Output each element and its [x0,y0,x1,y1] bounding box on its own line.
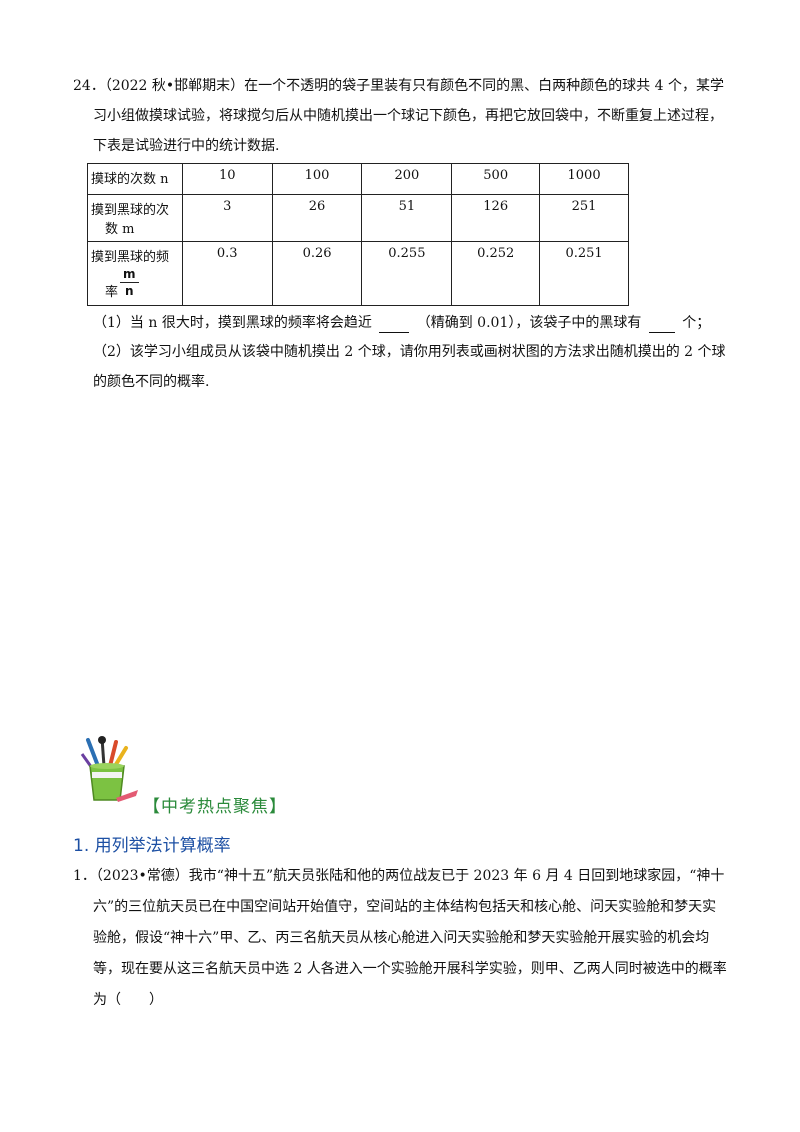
table-cell: 26 [271,194,363,242]
table-cell: 100 [271,163,363,195]
sub-question-2-line-1: （2）该学习小组成员从该袋中随机摸出 2 个球，请你用列表或画树状图的方法求出随… [93,344,726,360]
question-1-line-3: 验舱，假设“神十六”甲、乙、丙三名航天员从核心舱进入问天实验舱和梦天实验舱开展实… [93,930,710,946]
table-cell: 0.252 [451,241,541,306]
table-row-header: 摸到黑球的频 率 m n [87,241,183,306]
question-24-line-2: 习小组做摸球试验，将球搅匀后从中随机摸出一个球记下颜色，再把它放回袋中，不断重复… [93,108,723,124]
table-row: 摸球的次数 n 10 100 200 500 1000 [87,163,629,195]
table-cell: 200 [361,163,453,195]
table-cell: 251 [539,194,629,242]
table-cell: 51 [361,194,453,242]
fraction-numerator: m [120,266,139,283]
pencil-cup-icon [78,736,140,806]
fraction-m-over-n: m n [120,266,139,299]
table-cell: 10 [181,163,273,195]
question-1-line-4: 等，现在要从这三名航天员中选 2 人各进入一个实验舱开展科学实验，则甲、乙两人同… [93,961,727,977]
question-1-line-1: 1．（2023•常德）我市“神十五”航天员张陆和他的两位战友已于 2023 年 … [73,868,725,884]
sub-question-2-line-2: 的颜色不同的概率. [93,374,210,390]
sub-question-1: （1）当 n 很大时，摸到黑球的频率将会趋近 （精确到 0.01），该袋子中的黑… [93,313,710,333]
table-cell: 0.26 [271,241,363,306]
sub-question-1-text-b: （精确到 0.01），该袋子中的黑球有 [416,315,642,331]
table-row-header-line: 摸到黑球的次 [91,203,170,218]
table-row-header: 摸球的次数 n [87,163,183,195]
question-1-line-5: 为（ ） [93,992,163,1008]
table-cell: 0.255 [361,241,453,306]
table-row: 摸到黑球的次 数 m 3 26 51 126 251 [87,194,629,242]
table-cell: 500 [451,163,541,195]
statistics-table: 摸球的次数 n 10 100 200 500 1000 摸到黑球的次 数 m 3… [87,163,629,306]
fraction-denominator: n [125,284,134,298]
table-row: 摸到黑球的频 率 m n 0.3 0.26 0.255 0.252 0.251 [87,241,629,306]
table-cell: 3 [181,194,273,242]
table-cell: 126 [451,194,541,242]
question-24-line-1: 24．（2022 秋•邯郸期末）在一个不透明的袋子里装有只有颜色不同的黑、白两种… [73,78,724,94]
table-cell: 1000 [539,163,629,195]
table-row-header-line: 摸到黑球的频 [91,250,170,265]
sub-question-1-text-a: （1）当 n 很大时，摸到黑球的频率将会趋近 [93,315,372,331]
table-cell: 0.251 [539,241,629,306]
hot-topics-banner: 【中考热点聚焦】 [143,797,287,817]
table-cell: 0.3 [181,241,273,306]
table-row-header-line: 率 [105,285,119,300]
section-title: 1. 用列举法计算概率 [73,836,231,856]
answer-blank [379,318,410,333]
question-1-line-2: 六”的三位航天员已在中国空间站开始值守，空间站的主体结构包括天和核心舱、问天实验… [93,899,717,915]
question-24-line-3: 下表是试验进行中的统计数据. [93,138,280,154]
table-row-header: 摸到黑球的次 数 m [87,194,183,242]
table-row-header-line: 数 m [105,222,135,237]
answer-blank [648,318,675,333]
sub-question-1-text-c: 个； [682,315,711,331]
